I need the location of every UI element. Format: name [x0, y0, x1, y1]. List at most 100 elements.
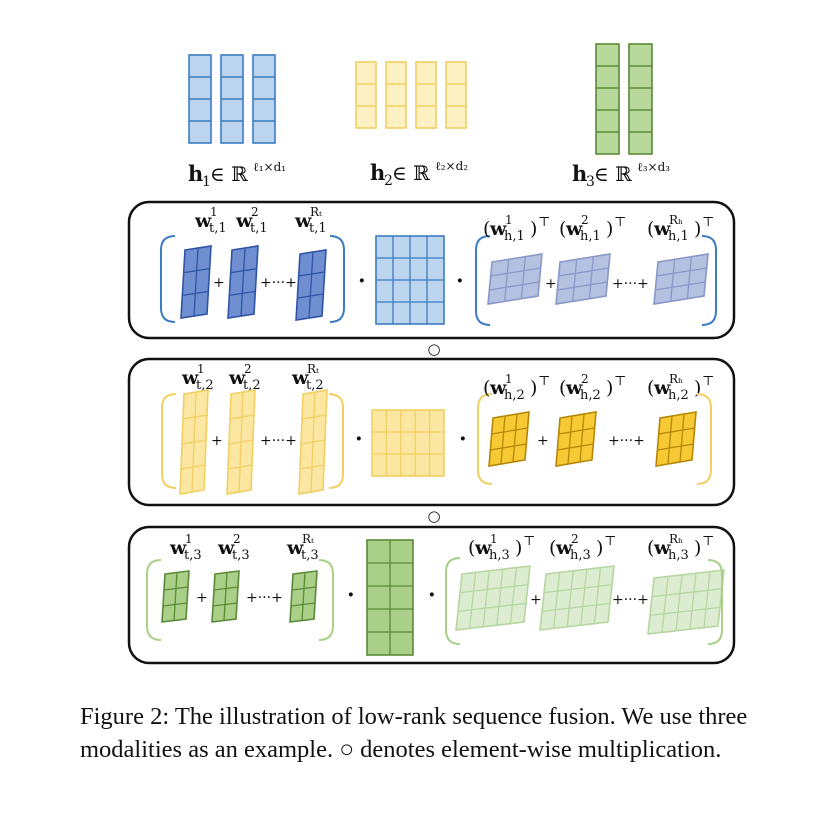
w-h1-Rh-matrix [653, 253, 709, 305]
h-symbol: h [188, 161, 203, 186]
w-t1-1-label: w1t,1 [194, 205, 227, 236]
w-symbol: w [565, 377, 583, 399]
h3-matrix [595, 43, 653, 155]
plus-sign: + [213, 275, 225, 291]
w-symbol: w [228, 367, 246, 389]
w-h2-2-label: (w2h,2)⊤ [559, 372, 626, 403]
paren-open: ( [647, 218, 654, 240]
w-t1-2-matrix [227, 245, 259, 319]
hadamard-symbol-2: ○ [427, 507, 440, 525]
weight-superscript: Rₕ [669, 372, 683, 386]
w-t2-Rt-matrix [298, 389, 328, 495]
paren-close: ) [694, 377, 701, 399]
weight-superscript: 1 [197, 362, 205, 376]
w-symbol: w [653, 218, 671, 240]
bracket-right-t1 [329, 235, 345, 323]
h1-center-matrix [375, 235, 445, 325]
dot-op: · [347, 582, 355, 608]
dots-plus-sign: +···+ [612, 276, 649, 292]
weight-subscript: h,2 [580, 388, 601, 403]
h-dimension: ℓ₂×d₂ [435, 159, 468, 173]
w-symbol: w [653, 537, 671, 559]
dot-op: · [456, 268, 464, 294]
weight-superscript: 1 [490, 532, 498, 546]
transpose-symbol: ⊤ [702, 534, 714, 549]
transpose-symbol: ⊤ [702, 215, 714, 230]
transpose-symbol: ⊤ [538, 374, 550, 389]
w-h1-1-label: (w1h,1)⊤ [483, 213, 550, 244]
weight-superscript: Rₕ [669, 213, 683, 227]
w-h3-2-matrix [539, 565, 615, 631]
h-subscript: 2 [384, 173, 393, 189]
w-h2-1-matrix [488, 411, 530, 467]
modality-2-box [127, 357, 736, 507]
w-h1-2-matrix [555, 253, 611, 305]
bracket-left-h2 [477, 393, 493, 485]
w-h2-1-label: (w1h,2)⊤ [483, 372, 550, 403]
w-h3-Rh-matrix [647, 569, 725, 635]
w-t2-2-label: w2t,2 [228, 362, 261, 393]
plus-sign: + [545, 276, 557, 292]
w-h2-Rh-matrix [655, 411, 697, 467]
w-t2-1-label: w1 t,2 [181, 362, 214, 393]
paren-close: ) [694, 218, 701, 240]
paren-close: ) [694, 537, 701, 559]
bracket-left-h1 [475, 235, 491, 326]
paren-close: ) [606, 218, 613, 240]
h-subscript: 3 [586, 174, 595, 190]
dots-plus-sign: +···+ [260, 275, 297, 291]
h2-matrix [355, 61, 467, 129]
weight-subscript: h,3 [668, 548, 689, 563]
transpose-symbol: ⊤ [604, 534, 616, 549]
h-symbol: h [370, 160, 385, 185]
w-t3-Rt-matrix [289, 570, 318, 623]
plus-sign: + [530, 592, 542, 608]
w-t1-Rt-matrix [295, 249, 327, 321]
plus-sign: + [196, 590, 208, 606]
paren-open: ( [483, 218, 490, 240]
weight-subscript: h,3 [570, 548, 591, 563]
transpose-symbol: ⊤ [538, 215, 550, 230]
paren-open: ( [559, 218, 566, 240]
w-symbol: w [181, 367, 199, 389]
weight-subscript: t,3 [301, 548, 319, 563]
h-set: ∈ ℝ [392, 161, 430, 185]
w-t1-1-matrix [180, 245, 212, 319]
w-symbol: w [489, 377, 507, 399]
weight-subscript: h,3 [489, 548, 510, 563]
paren-close: ) [530, 218, 537, 240]
weight-superscript: 1 [210, 205, 218, 219]
w-h1-1-matrix [487, 253, 543, 305]
h-set: ∈ ℝ [594, 162, 632, 186]
bracket-right-t3 [318, 559, 334, 641]
weight-superscript: 1 [505, 213, 513, 227]
weight-subscript: h,2 [504, 388, 525, 403]
paren-open: ( [468, 537, 475, 559]
weight-superscript: 2 [244, 362, 252, 376]
transpose-symbol: ⊤ [614, 215, 626, 230]
paren-open: ( [549, 537, 556, 559]
paren-close: ) [530, 377, 537, 399]
hadamard-symbol-1: ○ [427, 340, 440, 358]
h-subscript: 1 [202, 174, 211, 190]
w-h3-2-label: (w2h,3)⊤ [549, 532, 616, 563]
weight-superscript: Rₕ [669, 532, 683, 546]
weight-subscript: t,1 [250, 221, 268, 236]
weight-subscript: t,2 [196, 378, 214, 393]
w-symbol: w [286, 537, 304, 559]
weight-superscript: 2 [581, 213, 589, 227]
transpose-symbol: ⊤ [523, 534, 535, 549]
w-h3-1-matrix [455, 565, 531, 631]
w-symbol: w [555, 537, 573, 559]
h-symbol: h [572, 161, 587, 186]
weight-superscript: 2 [233, 532, 241, 546]
weight-superscript: 1 [185, 532, 193, 546]
modality-3-box [127, 525, 736, 665]
w-t3-1-matrix [161, 570, 190, 623]
